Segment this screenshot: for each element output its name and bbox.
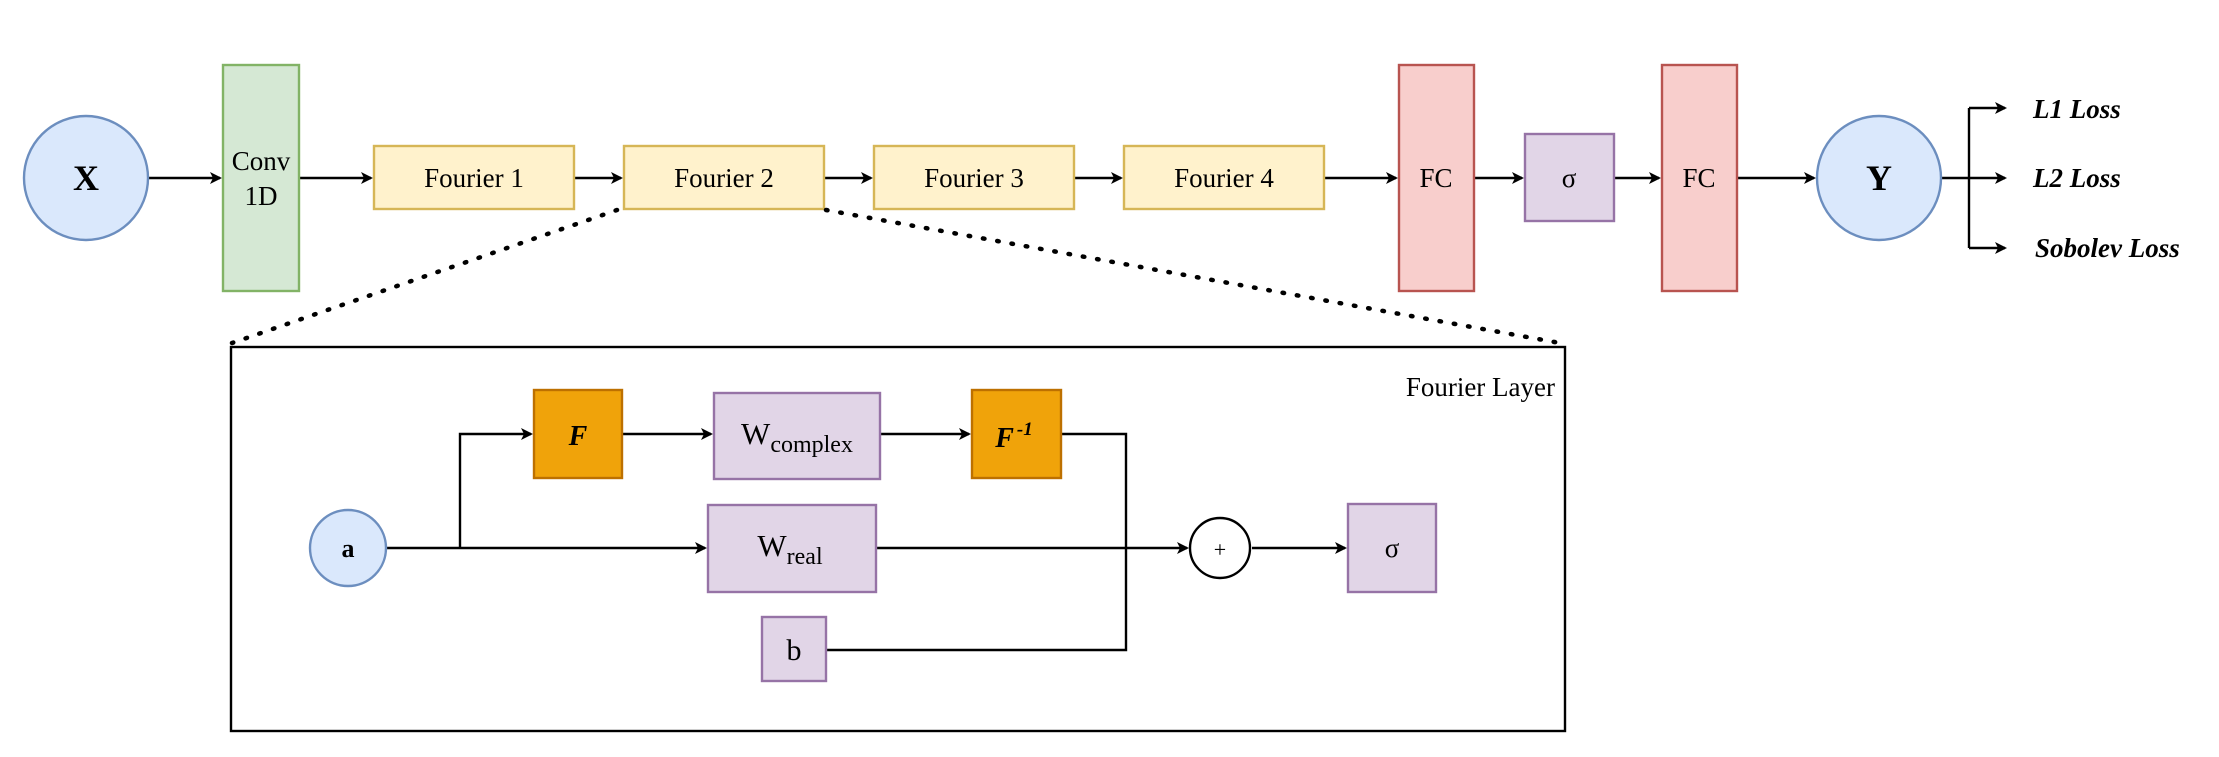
sigma-rect bbox=[1523, 132, 1616, 223]
fourier-2-rect bbox=[622, 144, 826, 211]
conv1d-label-line1: Conv bbox=[232, 146, 291, 176]
fourier-2-label: Fourier 2 bbox=[674, 163, 774, 193]
fc-2-block: FC bbox=[1660, 63, 1739, 293]
fourier-3-block: Fourier 3 bbox=[872, 144, 1076, 211]
w-complex-subscript: complex bbox=[770, 432, 853, 458]
fourier-3-label: Fourier 3 bbox=[924, 163, 1024, 193]
ifft-block: F-1 bbox=[970, 388, 1063, 480]
zoom-line-left bbox=[229, 207, 620, 346]
w-real-main: W bbox=[757, 528, 787, 563]
w-real-subscript: real bbox=[787, 544, 823, 570]
bias-rect bbox=[760, 615, 828, 683]
conv1d-block: Conv 1D bbox=[221, 63, 301, 293]
ifft-rect bbox=[970, 388, 1063, 480]
output-y-node: Y bbox=[1815, 114, 1943, 242]
w-complex-block: Wcomplex bbox=[712, 391, 882, 481]
fourier-1-label: Fourier 1 bbox=[424, 163, 524, 193]
fourier-4-label: Fourier 4 bbox=[1174, 163, 1274, 193]
fourier-layer-frame bbox=[229, 345, 1567, 733]
ifft-main: F bbox=[994, 423, 1014, 454]
sobolev-loss-label: Sobolev Loss bbox=[2035, 233, 2180, 263]
layer-sigma-label: σ bbox=[1385, 533, 1400, 563]
l1-loss-label: L1 Loss bbox=[2032, 94, 2121, 124]
w-complex-label: Wcomplex bbox=[741, 416, 853, 458]
sigma-label: σ bbox=[1562, 163, 1577, 193]
sum-label: + bbox=[1214, 537, 1226, 562]
layer-sigma-rect bbox=[1346, 502, 1438, 594]
sigma-block: σ bbox=[1523, 132, 1616, 223]
fc-2-label: FC bbox=[1682, 163, 1715, 193]
input-x-circle bbox=[22, 114, 150, 242]
w-complex-rect bbox=[712, 391, 882, 481]
w-real-block: Wreal bbox=[706, 503, 878, 594]
input-x-label: X bbox=[73, 158, 99, 198]
input-x-node: X bbox=[22, 114, 150, 242]
input-a-node: a bbox=[308, 508, 388, 588]
fft-label: F bbox=[568, 421, 588, 452]
top-row-connectors bbox=[148, 102, 2007, 254]
w-complex-main: W bbox=[741, 416, 771, 451]
fourier-3-rect bbox=[872, 144, 1076, 211]
fourier-layer-title: Fourier Layer bbox=[1406, 372, 1555, 402]
bias-block: b bbox=[760, 615, 828, 683]
fourier-4-rect bbox=[1122, 144, 1326, 211]
sum-node: + bbox=[1188, 516, 1252, 580]
bias-label: b bbox=[787, 634, 802, 667]
fourier-layer-panel: Fourier Layer a F Wcomplex F-1 bbox=[229, 345, 1567, 733]
conv1d-rect bbox=[221, 63, 301, 293]
line-ifft-and-bias-bus bbox=[826, 432, 1128, 652]
output-y-label: Y bbox=[1866, 158, 1892, 198]
fc-1-block: FC bbox=[1397, 63, 1476, 293]
input-a-label: a bbox=[342, 534, 355, 563]
arrow-a-to-fft bbox=[458, 428, 533, 548]
fourier-1-rect bbox=[372, 144, 576, 211]
fc-1-rect bbox=[1397, 63, 1476, 293]
output-y-circle bbox=[1815, 114, 1943, 242]
w-real-label: Wreal bbox=[757, 528, 823, 570]
ifft-label: F-1 bbox=[994, 419, 1033, 454]
input-a-circle bbox=[308, 508, 388, 588]
sum-circle bbox=[1188, 516, 1252, 580]
fourier-4-block: Fourier 4 bbox=[1122, 144, 1326, 211]
fourier-1-block: Fourier 1 bbox=[372, 144, 576, 211]
l2-loss-label: L2 Loss bbox=[2032, 163, 2121, 193]
conv1d-label-line2: 1D bbox=[245, 181, 278, 211]
w-real-rect bbox=[706, 503, 878, 594]
fc-1-label: FC bbox=[1419, 163, 1452, 193]
fourier-2-block: Fourier 2 bbox=[622, 144, 826, 211]
loss-labels: L1 Loss L2 Loss Sobolev Loss bbox=[2032, 94, 2180, 263]
zoom-line-right bbox=[823, 207, 1563, 346]
fc-2-rect bbox=[1660, 63, 1739, 293]
fft-rect bbox=[532, 388, 624, 480]
ifft-superscript: -1 bbox=[1017, 419, 1033, 440]
layer-sigma-block: σ bbox=[1346, 502, 1438, 594]
fft-block: F bbox=[532, 388, 624, 480]
